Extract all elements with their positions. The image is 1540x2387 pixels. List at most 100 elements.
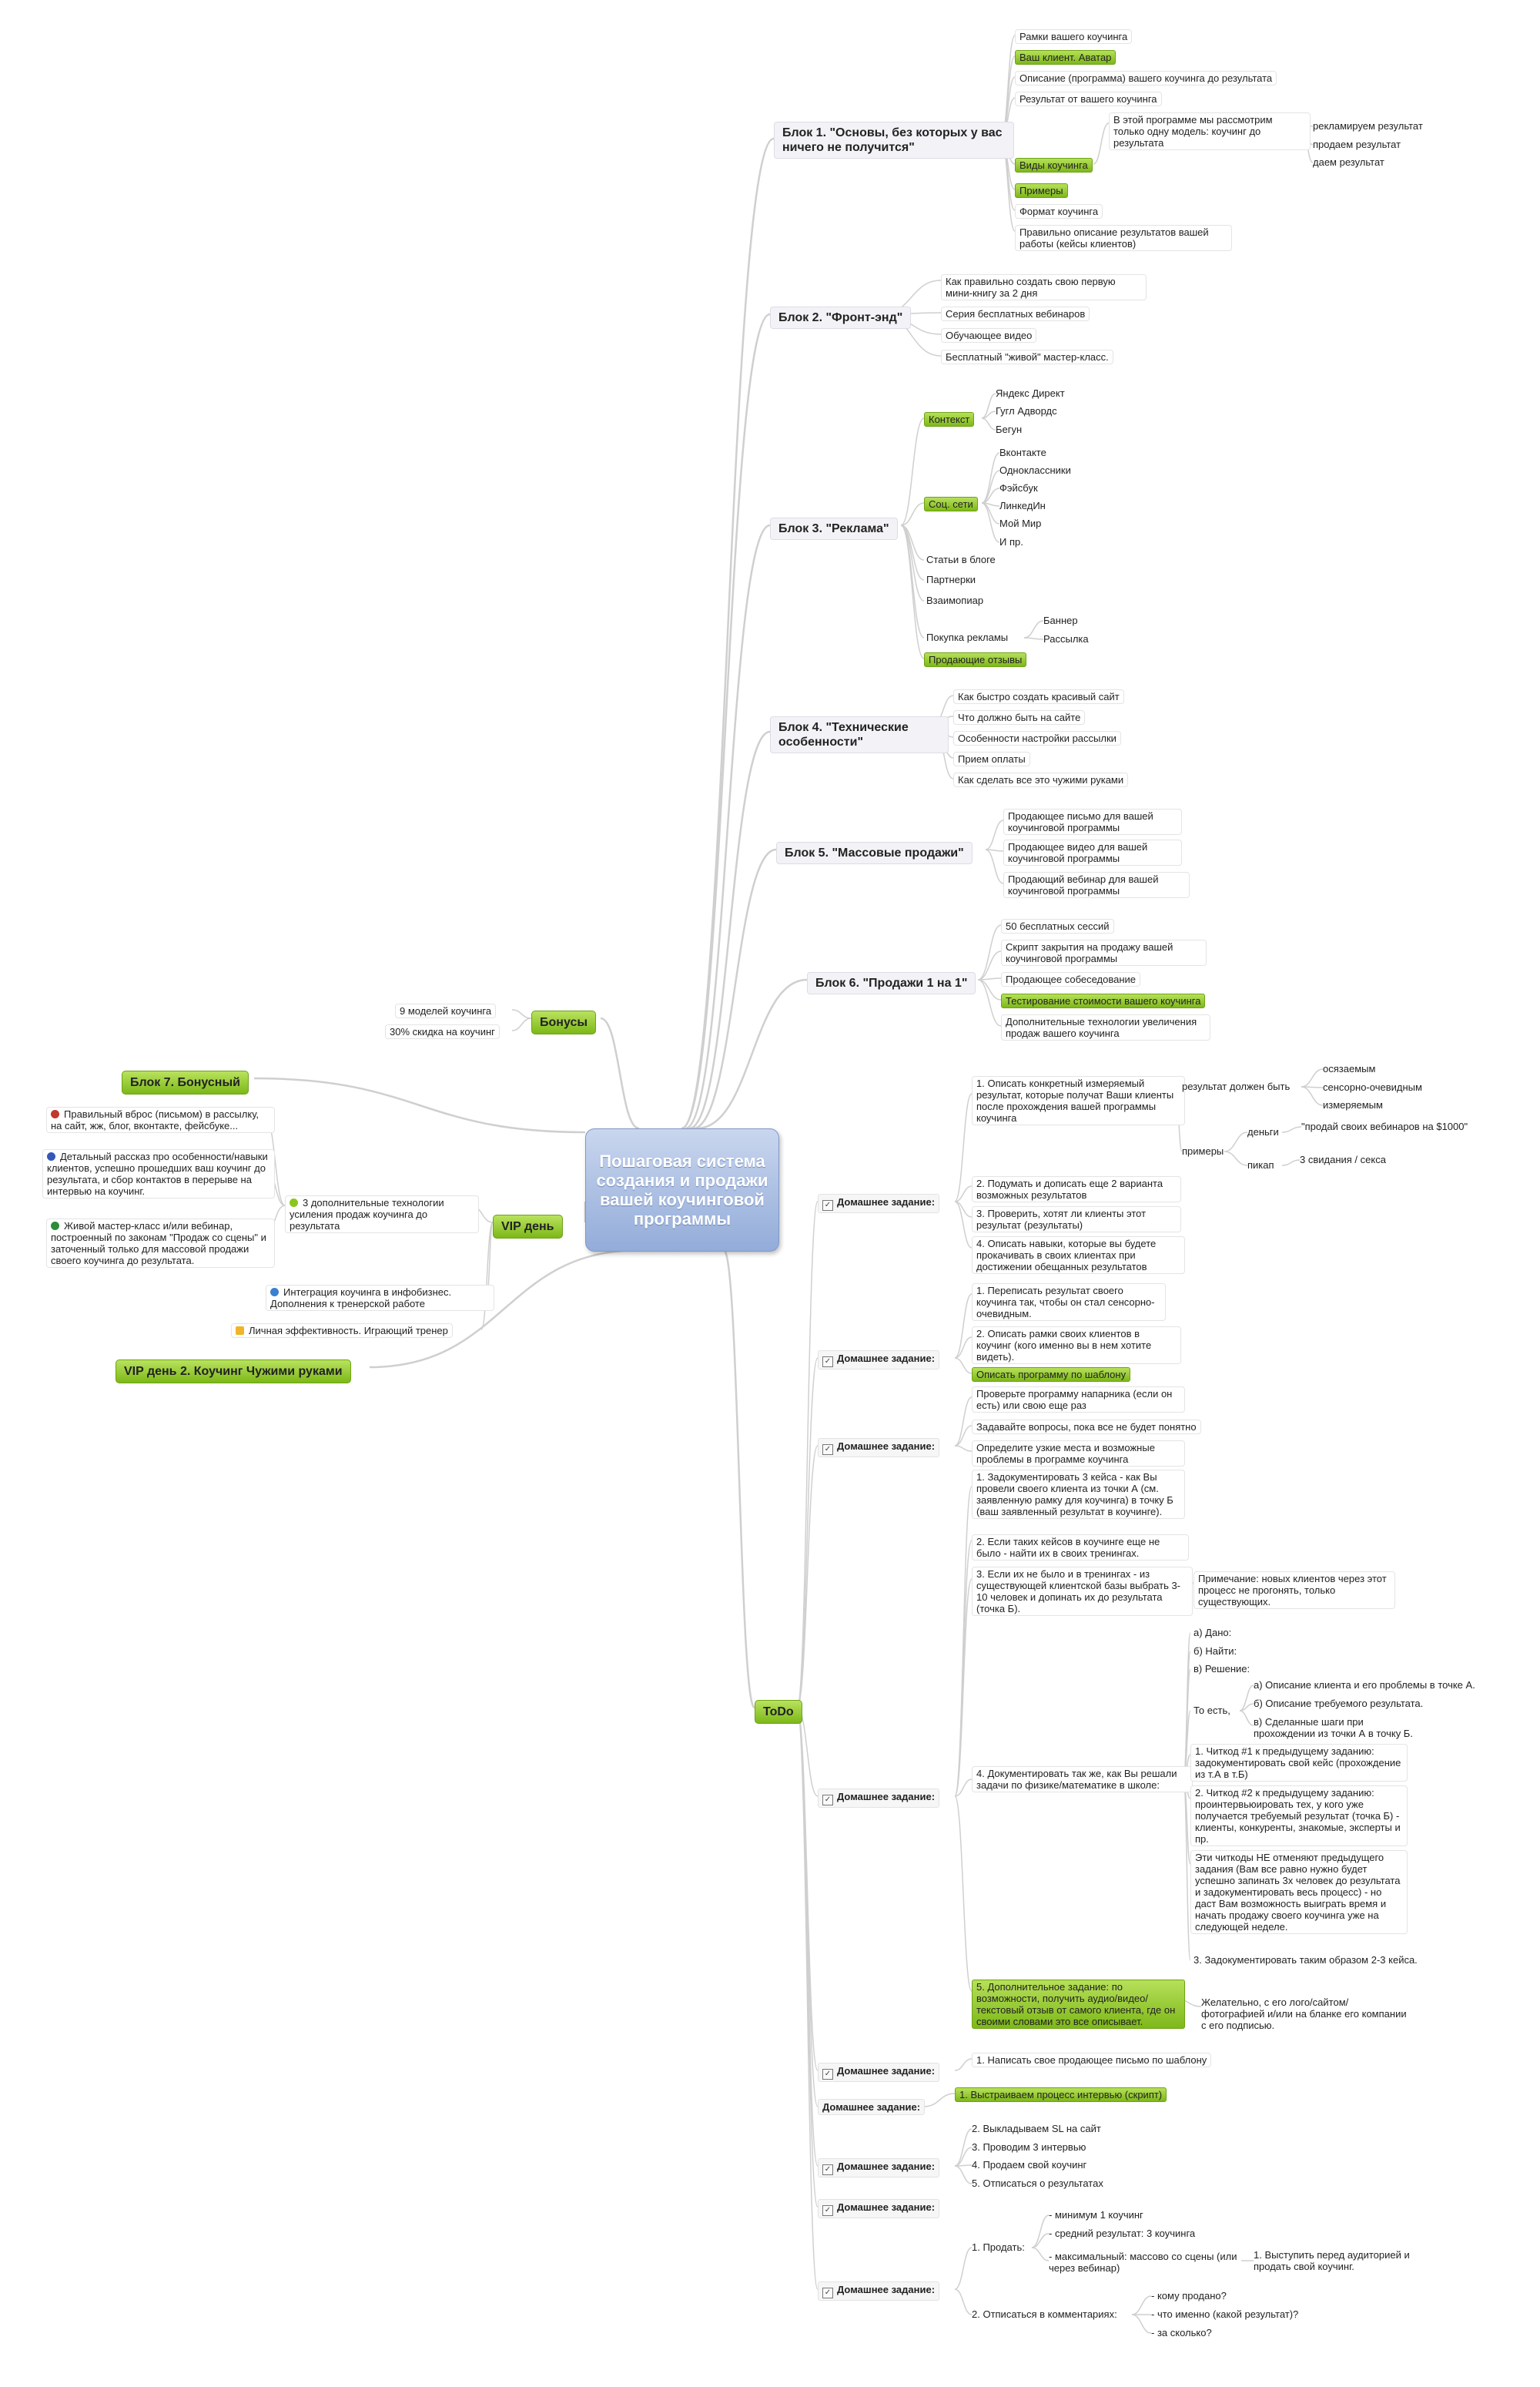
- coaching-type[interactable]: даем результат: [1313, 156, 1384, 168]
- hw5-item[interactable]: 1. Написать свое продающее письмо по шаб…: [972, 2053, 1212, 2067]
- block-6-title[interactable]: Блок 6. "Продажи 1 на 1": [807, 972, 976, 994]
- result-must-be[interactable]: результат должен быть: [1182, 1081, 1291, 1092]
- social-item[interactable]: Вконтакте: [999, 447, 1046, 458]
- that-is-item[interactable]: б) Описание требуемого результата.: [1254, 1698, 1424, 1709]
- vip-integration[interactable]: Интеграция коучинга в инфобизнес. Дополн…: [266, 1285, 494, 1311]
- hw4-item-5[interactable]: 5. Дополнительное задание: по возможност…: [972, 1980, 1185, 2029]
- block-6-item[interactable]: 50 бесплатных сессий: [1001, 919, 1114, 934]
- central-topic[interactable]: Пошаговая система создания и продажи ваш…: [585, 1128, 779, 1252]
- result-prop[interactable]: сенсорно-очевидным: [1323, 1081, 1422, 1093]
- vip-tech-item[interactable]: Живой мастер-класс и/или вебинар, постро…: [46, 1219, 275, 1268]
- hw9-comment[interactable]: 2. Отписаться в комментариях:: [972, 2308, 1117, 2320]
- social-item[interactable]: Одноклассники: [999, 464, 1071, 476]
- that-is-item[interactable]: в) Сделанные шаги при прохождении из точ…: [1254, 1716, 1413, 1739]
- abc-item[interactable]: в) Решение:: [1194, 1663, 1250, 1675]
- result-prop[interactable]: измеряемым: [1323, 1099, 1383, 1111]
- block-5-item[interactable]: Продающий вебинар для вашей коучинговой …: [1003, 872, 1190, 898]
- block-1-item[interactable]: Правильно описание результатов вашей раб…: [1015, 225, 1232, 251]
- social-item[interactable]: Фэйсбук: [999, 482, 1038, 494]
- block-1-item[interactable]: Описание (программа) вашего коучинга до …: [1015, 71, 1277, 85]
- hw3-item[interactable]: Задавайте вопросы, пока все не будет пон…: [972, 1420, 1201, 1434]
- hw9-sell-item[interactable]: - средний результат: 3 коучинга: [1049, 2228, 1196, 2239]
- bonuses-title[interactable]: Бонусы: [531, 1011, 596, 1034]
- block-4-item[interactable]: Особенности настройки рассылки: [953, 731, 1121, 746]
- coaching-type[interactable]: рекламируем результат: [1313, 120, 1423, 132]
- hw2-item[interactable]: 1. Переписать результат своего коучинга …: [972, 1283, 1166, 1321]
- cheatcode-3[interactable]: 3. Задокументировать таким образом 2-3 к…: [1194, 1954, 1418, 1966]
- social-item[interactable]: И пр.: [999, 536, 1023, 548]
- homework-3[interactable]: ✓Домашнее задание:: [818, 1438, 940, 1457]
- hw7-item[interactable]: 5. Отписаться о результатах: [972, 2177, 1103, 2189]
- hw9-comment-item[interactable]: - за сколько?: [1151, 2327, 1212, 2338]
- homework-4[interactable]: ✓Домашнее задание:: [818, 1789, 940, 1808]
- block-6-item[interactable]: Скрипт закрытия на продажу вашей коучинг…: [1001, 940, 1207, 966]
- vip-personal[interactable]: Личная эффективность. Играющий тренер: [231, 1323, 453, 1338]
- hw9-sell-item[interactable]: - максимальный: массово со сцены (или че…: [1049, 2251, 1237, 2274]
- block-6-item[interactable]: Продающее собеседование: [1001, 972, 1141, 987]
- hw4-item[interactable]: 2. Если таких кейсов в коучинге еще не б…: [972, 1534, 1189, 1561]
- block-3-title[interactable]: Блок 3. "Реклама": [770, 518, 898, 540]
- hw7-item[interactable]: 3. Проводим 3 интервью: [972, 2141, 1086, 2153]
- hw9-sell-extra[interactable]: 1. Выступить перед аудиторией и продать …: [1254, 2249, 1410, 2272]
- block-2-item[interactable]: Бесплатный "живой" мастер-класс.: [941, 350, 1113, 364]
- block-2-item[interactable]: Как правильно создать свою первую мини-к…: [941, 274, 1147, 300]
- block-1-item[interactable]: Рамки вашего коучинга: [1015, 29, 1133, 44]
- bonus-item[interactable]: 9 моделей коучинга: [395, 1004, 497, 1018]
- vip-day-2-title[interactable]: VIP день 2. Коучинг Чужими руками: [116, 1359, 351, 1383]
- example-pickup[interactable]: пикап: [1247, 1159, 1274, 1171]
- hw3-item[interactable]: Определите узкие места и возможные пробл…: [972, 1440, 1185, 1467]
- context-item[interactable]: Яндекс Директ: [996, 387, 1065, 399]
- hw9-comment-item[interactable]: - кому продано?: [1151, 2290, 1227, 2302]
- hw1-item[interactable]: 2. Подумать и дописать еще 2 варианта во…: [972, 1176, 1181, 1202]
- cheatcode-1[interactable]: 1. Читкод #1 к предыдущему заданию: задо…: [1190, 1744, 1408, 1782]
- example-money[interactable]: деньги: [1247, 1126, 1279, 1138]
- hw9-comment-item[interactable]: - что именно (какой результат)?: [1151, 2308, 1299, 2320]
- that-is[interactable]: То есть,: [1194, 1705, 1230, 1716]
- block-1-item[interactable]: Примеры: [1015, 183, 1068, 198]
- cheatcode-2[interactable]: 2. Читкод #2 к предыдущему заданию: прои…: [1190, 1785, 1408, 1846]
- examples[interactable]: примеры: [1182, 1145, 1224, 1157]
- hw2-item[interactable]: 2. Описать рамки своих клиентов в коучин…: [972, 1326, 1181, 1364]
- hw4-item[interactable]: 4. Документировать так же, как Вы решали…: [972, 1766, 1193, 1792]
- block-4-title[interactable]: Блок 4. "Технические особенности": [770, 716, 949, 753]
- example-pickup-text[interactable]: 3 свидания / секса: [1300, 1154, 1386, 1165]
- hw9-sell[interactable]: 1. Продать:: [972, 2241, 1025, 2253]
- hw4-note-5[interactable]: Желательно, с его лого/сайтом/фотографие…: [1201, 1996, 1407, 2031]
- block-4-item[interactable]: Что должно быть на сайте: [953, 710, 1086, 725]
- block-5-item[interactable]: Продающее письмо для вашей коучинговой п…: [1003, 809, 1182, 835]
- block-5-title[interactable]: Блок 5. "Массовые продажи": [776, 842, 973, 864]
- hw6-item[interactable]: 1. Выстраиваем процесс интервью (скрипт): [955, 2087, 1167, 2102]
- hw7-item[interactable]: 4. Продаем свой коучинг: [972, 2159, 1087, 2171]
- block-1-title[interactable]: Блок 1. "Основы, без которых у вас ничег…: [774, 122, 1014, 159]
- block-1-item[interactable]: Результат от вашего коучинга: [1015, 92, 1162, 106]
- coaching-types-note[interactable]: В этой программе мы рассмотрим только од…: [1109, 112, 1311, 150]
- block-1-item[interactable]: Формат коучинга: [1015, 204, 1103, 219]
- ads-purchase[interactable]: Покупка рекламы: [926, 632, 1009, 643]
- ads-purchase-item[interactable]: Баннер: [1043, 615, 1078, 626]
- ads-purchase-item[interactable]: Рассылка: [1043, 633, 1089, 645]
- that-is-item[interactable]: а) Описание клиента и его проблемы в точ…: [1254, 1679, 1475, 1691]
- bonus-item[interactable]: 30% скидка на коучинг: [385, 1024, 500, 1039]
- abc-item[interactable]: б) Найти:: [1194, 1645, 1237, 1657]
- coaching-type[interactable]: продаем результат: [1313, 139, 1401, 150]
- hw4-note[interactable]: Примечание: новых клиентов через этот пр…: [1194, 1571, 1395, 1609]
- hw2-item[interactable]: Описать программу по шаблону: [972, 1367, 1131, 1382]
- vip-tech-item[interactable]: Правильный вброс (письмом) в рассылку, н…: [46, 1107, 275, 1133]
- vip-tech-item[interactable]: Детальный рассказ про особенности/навыки…: [42, 1149, 275, 1199]
- block-4-item[interactable]: Прием оплаты: [953, 752, 1030, 766]
- block-1-item[interactable]: Ваш клиент. Аватар: [1015, 50, 1116, 65]
- hw1-item[interactable]: 4. Описать навыки, которые вы будете про…: [972, 1236, 1185, 1274]
- ads-item[interactable]: Партнерки: [926, 574, 976, 585]
- ads-item[interactable]: Взаимопиар: [926, 595, 984, 606]
- homework-5[interactable]: ✓Домашнее задание:: [818, 2063, 940, 2082]
- hw4-item[interactable]: 1. Задокументировать 3 кейса - как Вы пр…: [972, 1470, 1185, 1519]
- example-money-text[interactable]: "продай своих вебинаров на $1000": [1301, 1121, 1468, 1132]
- todo-title[interactable]: ToDo: [755, 1700, 802, 1724]
- hw7-item[interactable]: 2. Выкладываем SL на сайт: [972, 2123, 1101, 2134]
- block-1-item[interactable]: Виды коучинга: [1015, 158, 1093, 173]
- vip-day-title[interactable]: VIP день: [493, 1215, 563, 1239]
- homework-9[interactable]: ✓Домашнее задание:: [818, 2281, 940, 2301]
- context-label[interactable]: Контекст: [924, 412, 975, 427]
- vip-tech[interactable]: 3 дополнительные технологии усиления про…: [285, 1195, 479, 1233]
- cheatcode-note[interactable]: Эти читкоды НЕ отменяют предыдущего зада…: [1190, 1850, 1408, 1934]
